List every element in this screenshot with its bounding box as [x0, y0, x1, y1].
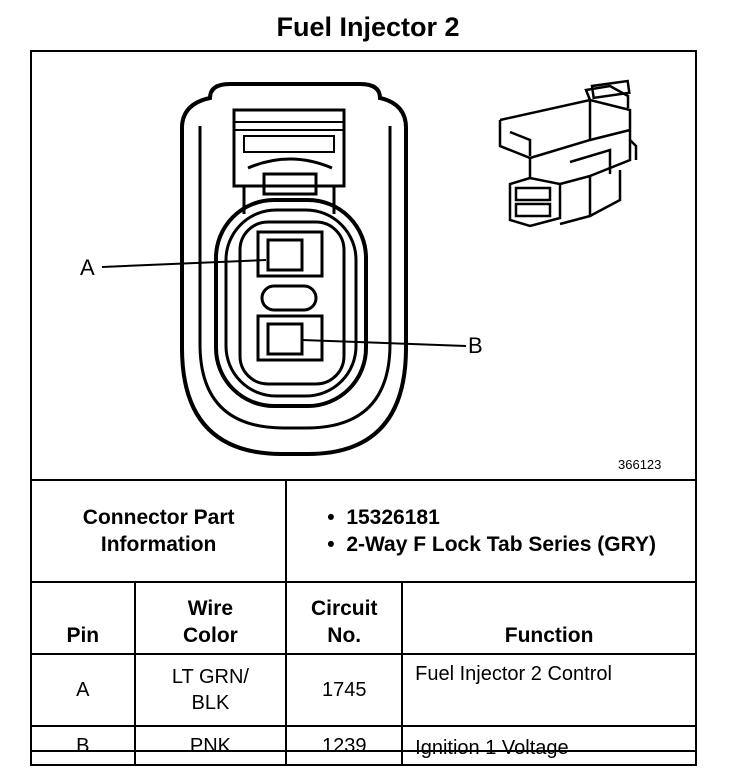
connector-info-bullets: • 15326181 • 2-Way F Lock Tab Series (GR…	[285, 479, 697, 583]
pin-a-label: A	[80, 255, 95, 280]
header-pin: Pin	[30, 581, 136, 655]
connector-table: Connector Part Information • 15326181 • …	[29, 479, 697, 766]
connector-diagram: A B 366123	[80, 79, 661, 472]
figure-code: 366123	[618, 457, 661, 472]
connector-face-illustration	[180, 82, 408, 456]
header-wire-color: Wire Color	[133, 581, 288, 655]
bullet-item: • 15326181	[327, 506, 440, 529]
bullet-item: • 2-Way F Lock Tab Series (GRY)	[327, 533, 656, 556]
circuit-cell: 1745	[285, 653, 404, 727]
pin-cell: A	[30, 653, 136, 727]
function-cell: Fuel Injector 2 Control	[401, 653, 697, 727]
wire-color-cell: LT GRN/ BLK	[133, 653, 288, 727]
function-cell: Ignition 1 Voltage	[401, 725, 697, 766]
table-row: B PNK 1239 Ignition 1 Voltage	[30, 725, 697, 766]
pin-b-label: B	[468, 333, 483, 358]
circuit-cell: 1239	[285, 725, 404, 766]
header-circuit-no: Circuit No.	[285, 581, 404, 655]
table-row: A LT GRN/ BLK 1745 Fuel Injector 2 Contr…	[30, 653, 697, 727]
connector-isometric-illustration	[498, 79, 638, 228]
pin-cell: B	[30, 725, 136, 766]
pin-b-callout-line	[301, 339, 467, 347]
connector-info-label: Connector Part Information	[29, 479, 288, 583]
wire-color-cell: PNK	[133, 725, 288, 766]
pin-a-callout-line	[101, 259, 267, 268]
header-function: Function	[401, 581, 697, 655]
page-title: Fuel Injector 2	[276, 12, 460, 42]
